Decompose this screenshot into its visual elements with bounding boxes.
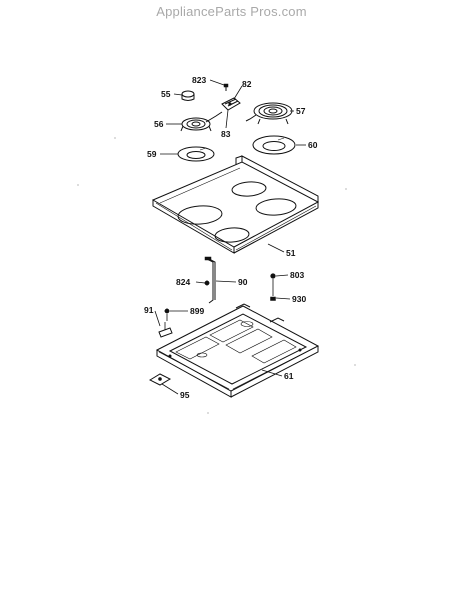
- part-823-screw: [223, 83, 229, 91]
- leader-lines: [154, 79, 306, 395]
- part-57-large-surface-unit: [245, 102, 293, 125]
- part-61-burner-box: [155, 303, 320, 398]
- callout-930: 930: [292, 294, 306, 304]
- part-51-cooktop: [151, 155, 320, 254]
- part-90-hinge-rod: [204, 256, 216, 304]
- callout-56: 56: [154, 119, 164, 129]
- part-91-bracket: [158, 322, 173, 338]
- scan-specks: [77, 137, 356, 414]
- callout-803: 803: [290, 270, 304, 280]
- callout-60: 60: [308, 140, 318, 150]
- callout-823: 823: [192, 75, 206, 85]
- watermark-text: ApplianceParts Pros.com: [156, 4, 307, 19]
- callout-95: 95: [180, 390, 190, 400]
- callout-82: 82: [242, 79, 252, 89]
- part-95-plate: [148, 373, 172, 386]
- callout-83: 83: [221, 129, 231, 139]
- part-803-screw: [270, 273, 276, 296]
- callout-59: 59: [147, 149, 157, 159]
- callout-labels: 823 82 55 57 56 83 60 59 51 824 90 803 9…: [144, 75, 318, 400]
- part-930-clip: [270, 296, 276, 301]
- part-59-small-drip-bowl: [177, 146, 215, 162]
- callout-51: 51: [286, 248, 296, 258]
- callout-55: 55: [161, 89, 171, 99]
- callout-57: 57: [296, 106, 306, 116]
- part-899-screw: [164, 308, 170, 321]
- callout-824: 824: [176, 277, 190, 287]
- callout-899: 899: [190, 306, 204, 316]
- part-824-screw: [204, 280, 210, 286]
- part-56-small-surface-unit: [180, 111, 223, 132]
- callout-61: 61: [284, 371, 294, 381]
- callout-90: 90: [238, 277, 248, 287]
- part-82-terminal-block: [221, 97, 241, 111]
- part-55-insulator: [181, 90, 195, 101]
- callout-91: 91: [144, 305, 154, 315]
- part-60-large-drip-bowl: [252, 135, 296, 155]
